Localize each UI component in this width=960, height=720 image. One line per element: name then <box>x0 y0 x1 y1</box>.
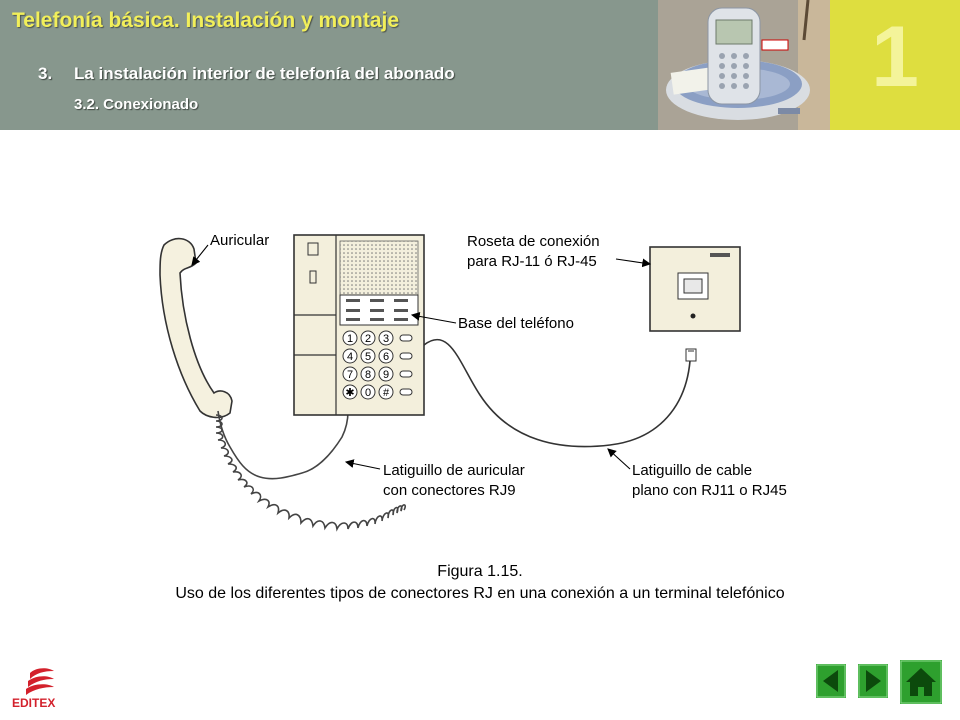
leader-lines <box>191 244 652 470</box>
prev-arrow-icon <box>816 664 846 698</box>
figure-caption-title: Figura 1.15. <box>437 563 523 580</box>
keypad-key: 2 <box>360 330 376 346</box>
phone-connection-diagram: 1 2 3 4 5 6 7 8 9 ✱ 0 # <box>159 232 787 532</box>
handset-coil-cord <box>215 410 407 532</box>
presentation-title: Telefonía básica. Instalación y montaje <box>12 9 400 32</box>
cordless-phone-photo <box>658 0 830 130</box>
line-cable <box>423 338 691 448</box>
keypad-key: 4 <box>342 348 358 364</box>
chapter-badge: 1 <box>830 0 960 130</box>
function-keys <box>399 334 413 396</box>
header-bar: Telefonía básica. Instalación y montaje … <box>0 0 658 130</box>
keypad-key-label: 2 <box>365 333 371 345</box>
logo-text: EDITEX <box>12 696 55 710</box>
keypad-key-label: 8 <box>365 369 371 381</box>
keypad-key: 5 <box>360 348 376 364</box>
wall-rosette <box>649 246 741 332</box>
diagram-labels: Auricular Roseta de conexión para RJ-11 … <box>210 232 787 499</box>
keypad-key-label: 0 <box>365 387 371 399</box>
figure-phone-connection-diagram: 1 2 3 4 5 6 7 8 9 ✱ 0 # <box>150 215 820 535</box>
section-heading: 3. La instalación interior de telefonía d… <box>38 64 455 84</box>
keypad-key: 7 <box>342 366 358 382</box>
editex-logo-mark: EDITEX <box>12 668 55 710</box>
next-button[interactable] <box>858 664 888 698</box>
subsection-heading: 3.2. Conexionado <box>74 96 199 113</box>
keypad-key: 8 <box>360 366 376 382</box>
handset-shape <box>159 237 233 419</box>
telephone-base <box>293 234 425 416</box>
label-cable-line2: plano con RJ11 o RJ45 <box>632 482 787 499</box>
label-handset-cord-line2: con conectores RJ9 <box>383 482 516 499</box>
header: Telefonía básica. Instalación y montaje … <box>0 0 960 130</box>
home-button[interactable] <box>900 660 942 704</box>
cordless-phone-illustration <box>658 0 830 130</box>
keypad-key-label: 1 <box>347 333 353 345</box>
figure-caption-text: Uso de los diferentes tipos de conectore… <box>175 585 785 602</box>
keypad-key: 3 <box>378 330 394 346</box>
keypad-key: 9 <box>378 366 394 382</box>
keypad-key: ✱ <box>342 384 358 400</box>
keypad: 1 2 3 4 5 6 7 8 9 ✱ 0 # <box>342 330 413 400</box>
next-arrow-icon <box>858 664 888 698</box>
keypad-key-label: ✱ <box>345 387 354 399</box>
label-handset-cord-line1: Latiguillo de auricular <box>383 462 525 479</box>
keypad-key-label: 5 <box>365 351 371 363</box>
label-handset: Auricular <box>210 232 269 249</box>
chapter-number: 1 <box>871 9 919 105</box>
section-title: La instalación interior de telefonía del… <box>74 64 455 83</box>
rj11-plug <box>685 348 697 362</box>
keypad-key-label: # <box>383 387 390 399</box>
prev-button[interactable] <box>816 664 846 698</box>
home-icon <box>900 660 942 704</box>
keypad-key: # <box>378 384 394 400</box>
label-rosette-line1: Roseta de conexión <box>467 233 600 250</box>
label-rosette-line2: para RJ-11 ó RJ-45 <box>467 253 597 270</box>
label-base: Base del teléfono <box>458 315 574 332</box>
keypad-key: 0 <box>360 384 376 400</box>
keypad-key-label: 6 <box>383 351 389 363</box>
keypad-key: 6 <box>378 348 394 364</box>
keypad-key-label: 3 <box>383 333 389 345</box>
section-number: 3. <box>38 64 53 83</box>
keypad-key-label: 4 <box>347 351 353 363</box>
keypad-key: 1 <box>342 330 358 346</box>
keypad-key-label: 9 <box>383 369 389 381</box>
editex-logo: EDITEX <box>10 665 80 710</box>
label-cable-line1: Latiguillo de cable <box>632 462 752 479</box>
keypad-key-label: 7 <box>347 369 353 381</box>
